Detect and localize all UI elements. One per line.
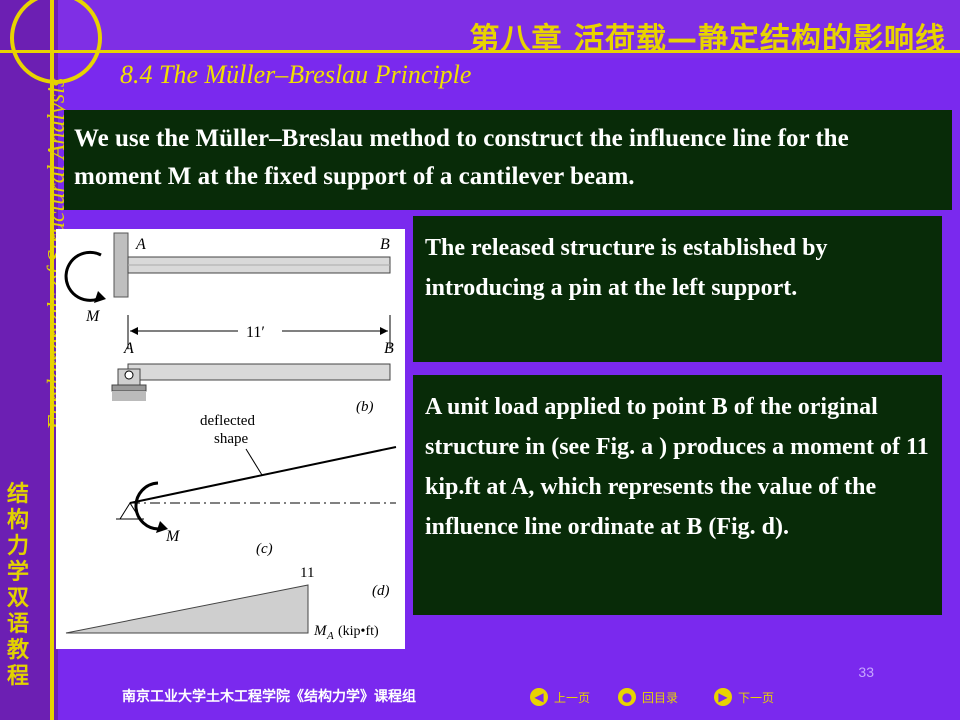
label-M-a: M [85, 308, 101, 325]
moment-arrow-c [134, 481, 161, 531]
axis-subscript: A [326, 630, 334, 642]
axis-unit: (kip•ft) [338, 624, 379, 639]
decor-horizontal-line [0, 50, 960, 53]
nav-next[interactable]: ▶ 下一页 [714, 688, 774, 706]
fixed-wall [113, 232, 129, 298]
prev-icon[interactable]: ◀ [530, 688, 548, 706]
span-length: 11′ [246, 324, 265, 341]
next-icon[interactable]: ▶ [714, 688, 732, 706]
label-B-b: B [384, 340, 394, 357]
beam-figure: A B M 11′ A B (b) deflected shape M (c) [56, 229, 405, 649]
side-chinese-title: 结 构 力 学 双 语 教 程 [6, 482, 29, 689]
chapter-title: 第八章 活荷载—静定结构的影响线 [469, 22, 946, 57]
section-title: 8.4 The Müller–Breslau Principle [120, 60, 472, 89]
beam-figure-svg: A B M 11′ A B (b) deflected shape M (c) [64, 232, 397, 642]
moment-arrow-a [64, 250, 102, 302]
nav-toc[interactable]: ● 回目录 [618, 688, 678, 706]
released-structure-box: The released structure is established by… [413, 216, 942, 362]
deflected-label-1: deflected [200, 413, 255, 429]
label-M-c: M [165, 528, 181, 545]
decor-ring [10, 0, 102, 84]
footer-course: 南京工业大学土木工程学院《结构力学》课程组 [122, 689, 416, 705]
influence-line-area [65, 584, 309, 634]
page-number: 33 [858, 664, 874, 680]
ordinate-value: 11 [300, 565, 314, 581]
axis-label: M [313, 623, 328, 639]
label-b: (b) [356, 399, 374, 415]
deflected-label-2: shape [214, 431, 248, 447]
beam-b [127, 363, 391, 381]
unit-load-box: A unit load applied to point B of the or… [413, 375, 942, 615]
home-icon[interactable]: ● [618, 688, 636, 706]
prev-label[interactable]: 上一页 [554, 690, 591, 705]
next-label[interactable]: 下一页 [738, 690, 775, 705]
label-B-a: B [380, 236, 390, 253]
label-A-a: A [135, 236, 146, 253]
deflected-line [129, 446, 397, 504]
left-band [0, 0, 58, 720]
toc-label[interactable]: 回目录 [642, 690, 679, 705]
label-c: (c) [256, 541, 273, 557]
top-band [0, 0, 960, 58]
intro-text-box: We use the Müller–Breslau method to cons… [64, 110, 952, 210]
nav-prev[interactable]: ◀ 上一页 [530, 688, 590, 706]
decor-vertical-line [50, 0, 54, 720]
label-A-b: A [123, 340, 134, 357]
label-d: (d) [372, 583, 390, 599]
